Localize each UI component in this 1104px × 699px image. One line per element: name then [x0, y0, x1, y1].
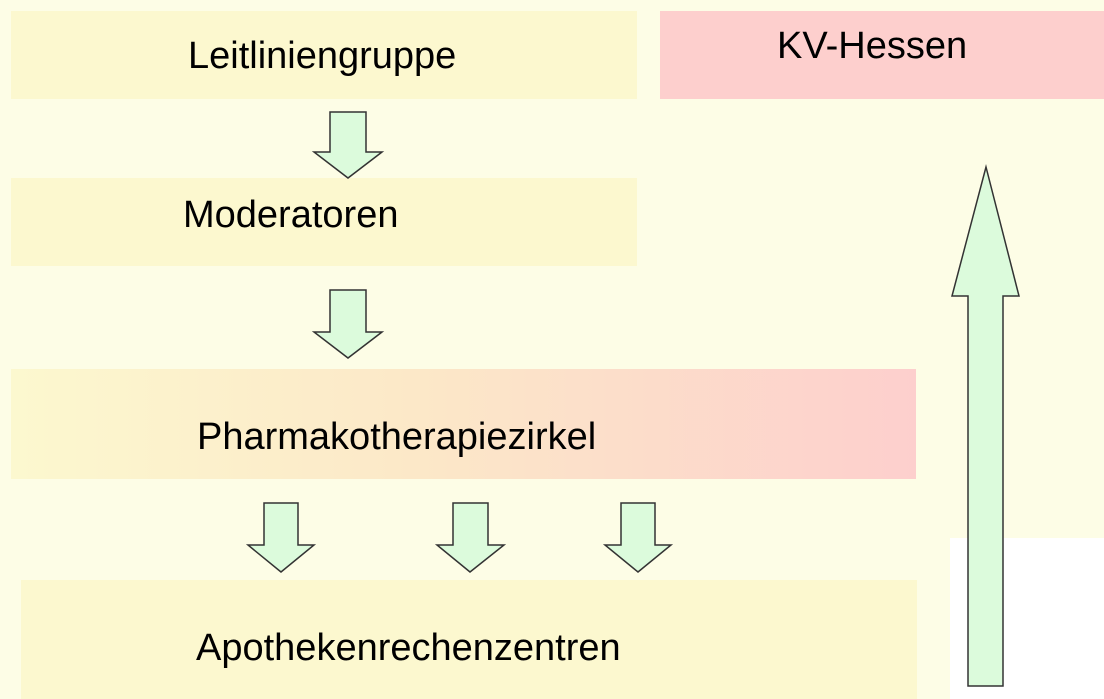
arrow-up-apotheken-kv — [951, 164, 1020, 687]
node-apothekenrechenzentren: Apothekenrechenzentren — [21, 580, 917, 699]
arrow-down-leitlinien-moderatoren — [311, 111, 385, 179]
node-label-apothekenrechenzentren: Apothekenrechenzentren — [196, 627, 621, 669]
node-label-kv-hessen: KV-Hessen — [777, 25, 968, 67]
arrow-down-pharma-apotheken-left — [245, 502, 317, 573]
node-moderatoren: Moderatoren — [11, 178, 637, 266]
arrow-down-moderatoren-pharma — [311, 289, 385, 359]
node-leitliniengruppe: Leitliniengruppe — [11, 11, 637, 99]
arrow-down-pharma-apotheken-center — [434, 502, 507, 573]
node-label-leitliniengruppe: Leitliniengruppe — [188, 34, 457, 77]
node-pharmakotherapiezirkel: Pharmakotherapiezirkel — [11, 369, 916, 479]
node-label-moderatoren: Moderatoren — [183, 193, 399, 236]
arrow-down-pharma-apotheken-right — [602, 502, 674, 573]
node-label-pharmakotherapiezirkel: Pharmakotherapiezirkel — [197, 415, 597, 458]
node-kv-hessen: KV-Hessen — [660, 11, 1104, 99]
